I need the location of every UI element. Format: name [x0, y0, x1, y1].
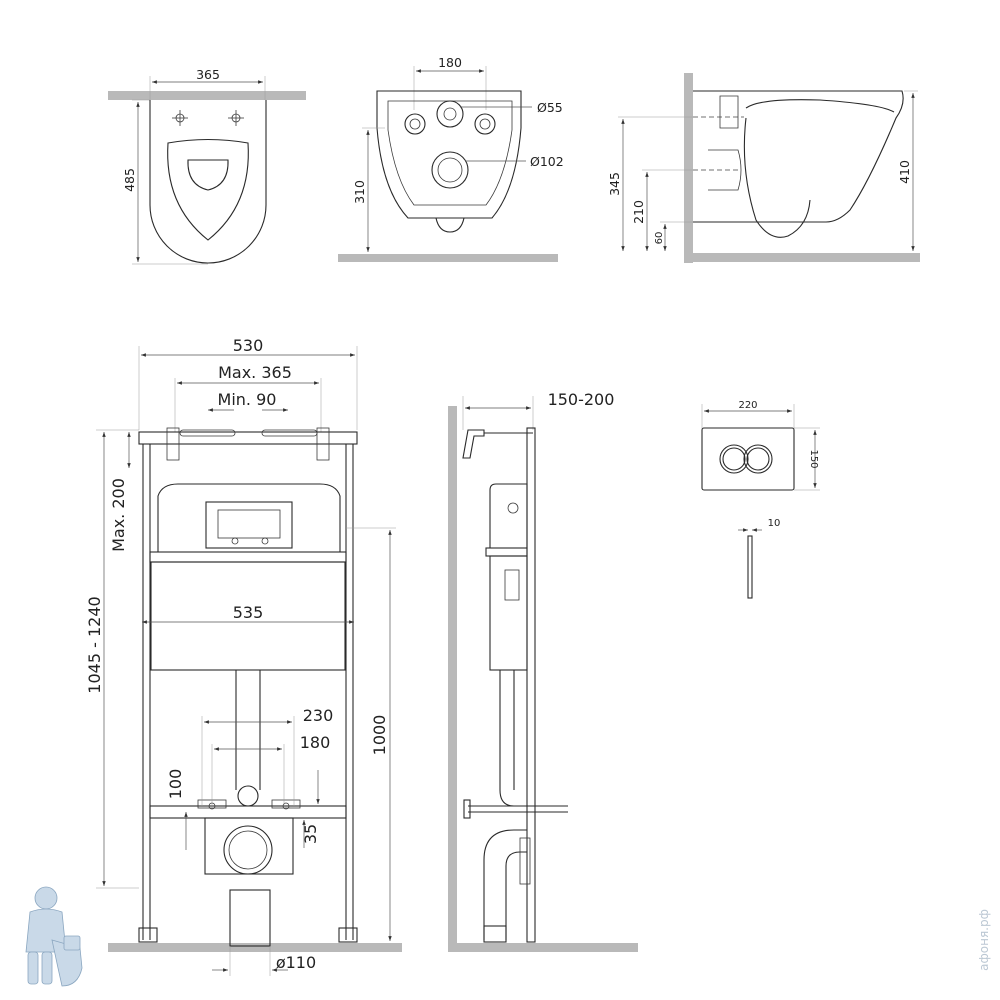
rod-offset-label: 35: [301, 824, 320, 844]
wall-hatch-side: [684, 73, 693, 263]
wall-bracket: [462, 429, 485, 459]
total-height-label: 410: [897, 160, 912, 184]
large-hole-label: Ø102: [530, 154, 564, 169]
flush-plate-profile: [747, 535, 753, 599]
max-span-label: Max. 365: [218, 363, 292, 382]
plate-thickness-label: 10: [768, 518, 781, 529]
top-view: 365 485: [108, 67, 306, 265]
cistern-opening: [205, 501, 293, 549]
bowl-inner: [167, 138, 249, 241]
watermark-text: афоня.рф: [977, 909, 991, 971]
frame-top-rail: [138, 431, 358, 445]
side-cistern-top: [489, 483, 528, 549]
flush-button-large: [743, 444, 773, 474]
frame-width-label: 530: [233, 336, 264, 355]
hole-top-center: [436, 100, 464, 128]
side-view: 345 210 60 410: [607, 73, 920, 263]
drain-outlet: [229, 889, 271, 947]
rear-body-outline: [376, 90, 522, 219]
wall-hatch-top: [108, 91, 306, 100]
floor-hatch-side: [684, 253, 920, 262]
wall-distance-label: 150-200: [548, 390, 615, 409]
upper-height-label: 345: [607, 172, 622, 196]
flush-button-small: [719, 444, 749, 474]
top-width-label: 365: [196, 67, 220, 82]
panel-width-label: 535: [233, 603, 264, 622]
fixing-mark-right: [228, 110, 244, 126]
floor-hatch-frame: [108, 943, 402, 952]
rod-height-label: 100: [166, 769, 185, 800]
flush-pipe-outlet: [237, 785, 259, 807]
outer-spacing-label: 230: [303, 706, 334, 725]
plate-height-label: 150: [808, 449, 819, 468]
rear-height-label: 310: [352, 180, 367, 204]
hole-right: [474, 113, 496, 135]
hole-left: [404, 113, 426, 135]
height-range-label: 1045 - 1240: [85, 596, 104, 693]
cistern-outline: [157, 483, 341, 553]
side-drain-bend: [483, 829, 527, 940]
flush-plate: [701, 427, 795, 491]
side-cistern-body: [489, 555, 528, 671]
min-span-label: Min. 90: [218, 390, 277, 409]
side-rim: [745, 99, 895, 113]
frame-panel: [150, 561, 346, 671]
bowl-rim: [187, 159, 229, 191]
top-depth-label: 485: [122, 168, 137, 192]
frame-front-view: 530 Max. 365 Min. 90 535: [85, 336, 402, 976]
low-height-label: 60: [654, 232, 665, 245]
drain-hole: [431, 151, 469, 189]
max-top-label: Max. 200: [109, 478, 128, 552]
frame-upright: [526, 427, 536, 943]
frame-side-view: 150-200: [448, 390, 638, 952]
frame-height-label: 1000: [370, 715, 389, 756]
fixing-mark-left: [172, 110, 188, 126]
rear-spacing-label: 180: [438, 55, 462, 70]
floor-hatch-rear: [338, 254, 558, 262]
mid-height-label: 210: [631, 200, 646, 224]
plumber-mascot-icon: [25, 886, 83, 987]
rear-outlet: [435, 217, 465, 233]
small-hole-label: Ø55: [537, 100, 563, 115]
inner-spacing-label: 180: [300, 733, 331, 752]
drain-diameter-label: ø110: [276, 953, 316, 972]
bowl-outline: [149, 100, 267, 264]
flush-plate-view: 220 150 10: [701, 400, 820, 599]
side-trap: [743, 117, 811, 238]
plate-width-label: 220: [738, 400, 757, 411]
drain-pipe: [223, 825, 273, 875]
wall-hatch-frame: [448, 406, 457, 952]
lower-crossbar: [149, 805, 347, 819]
side-bowl-outline: [693, 90, 904, 223]
rear-view: 180 Ø55 Ø102 310: [338, 55, 564, 262]
floor-hatch-frame-side: [448, 943, 638, 952]
